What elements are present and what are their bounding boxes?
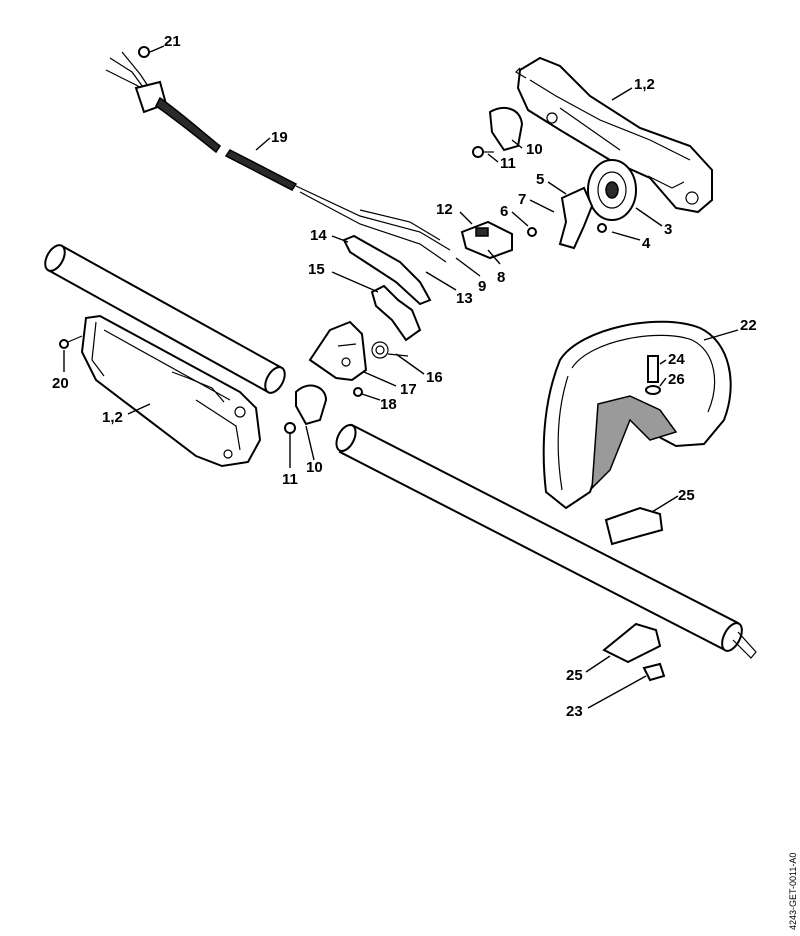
label-10-lower: 10 <box>306 459 323 476</box>
switch-lever <box>460 220 513 260</box>
clamp-lower <box>295 384 328 426</box>
throttle-trigger <box>342 234 432 342</box>
switch-housing <box>308 320 368 382</box>
label-5: 5 <box>536 171 544 188</box>
label-4: 4 <box>642 235 651 252</box>
label-1-2-lower: 1,2 <box>102 409 123 426</box>
label-19: 19 <box>271 129 288 146</box>
drawing-code: 4243-GET-0011-A0 <box>788 853 798 930</box>
clamp-upper <box>488 107 524 152</box>
label-24: 24 <box>668 351 685 368</box>
label-16: 16 <box>426 369 443 386</box>
label-9: 9 <box>478 278 486 295</box>
leader-lines <box>63 45 739 709</box>
label-23: 23 <box>566 703 583 720</box>
label-14: 14 <box>310 227 327 244</box>
label-15: 15 <box>308 261 325 278</box>
label-25-upper: 25 <box>678 487 695 504</box>
drive-tube <box>335 423 757 659</box>
label-11-upper: 11 <box>500 155 516 172</box>
torsion-spring <box>371 341 409 359</box>
label-18: 18 <box>380 396 397 413</box>
label-13: 13 <box>456 290 473 307</box>
label-26: 26 <box>668 371 685 388</box>
lower-handle-housing <box>80 314 262 468</box>
label-21: 21 <box>164 33 181 50</box>
upper-tube <box>44 244 286 394</box>
label-3: 3 <box>664 221 672 238</box>
label-7: 7 <box>518 191 526 208</box>
label-17: 17 <box>400 381 417 398</box>
stop-lever <box>558 186 594 250</box>
label-10-upper: 10 <box>526 141 543 158</box>
rotary-slide <box>587 159 637 221</box>
label-8: 8 <box>497 269 505 286</box>
label-6: 6 <box>500 203 508 220</box>
label-11-lower: 11 <box>282 471 298 488</box>
screws <box>59 46 661 434</box>
clamp-halves <box>602 506 666 682</box>
label-25-lower: 25 <box>566 667 583 684</box>
upper-handle-housing <box>515 56 713 214</box>
loop-handle <box>542 320 732 510</box>
label-12: 12 <box>436 201 453 218</box>
label-20: 20 <box>52 375 69 392</box>
cable-assembly <box>105 51 451 263</box>
label-1-2-upper: 1,2 <box>634 76 655 93</box>
label-22: 22 <box>740 317 757 334</box>
